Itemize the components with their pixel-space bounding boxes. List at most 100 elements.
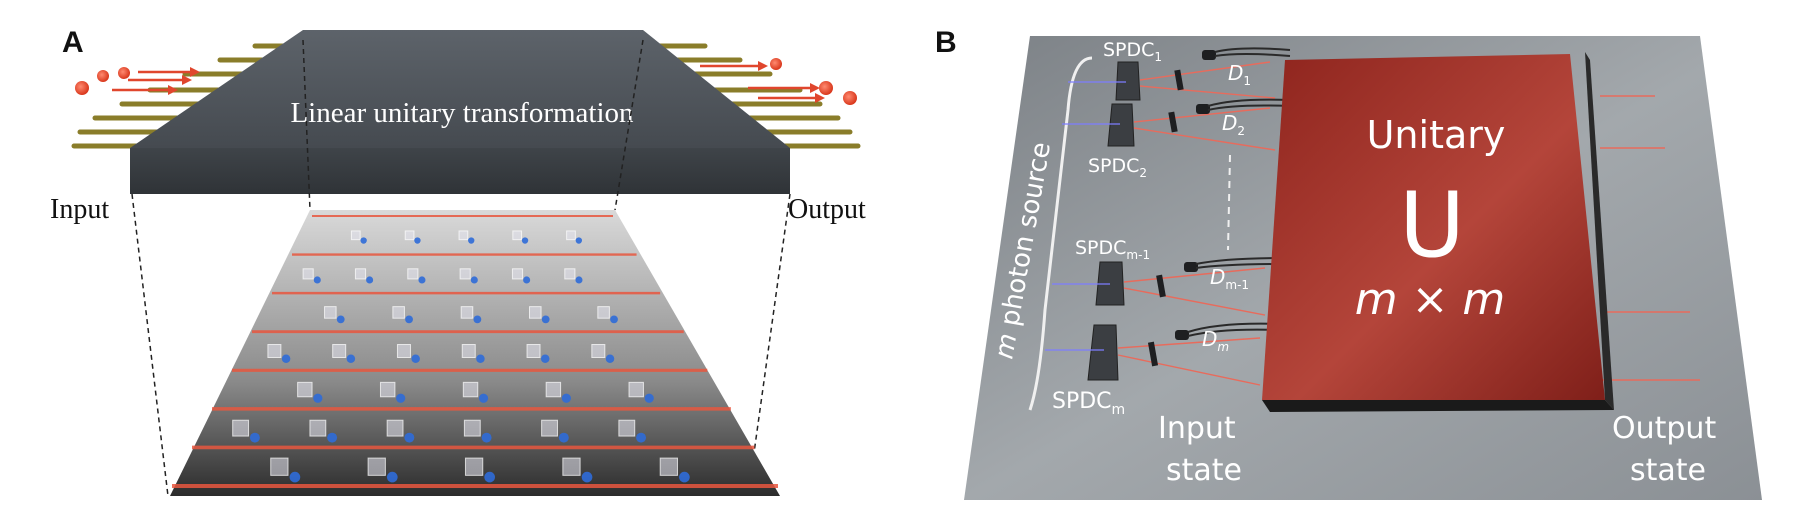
beam-splitter: [529, 306, 542, 319]
panel-b: B mphoton source SPDC1 SPDC2 SPDCm-1 SPD…: [935, 26, 1762, 500]
photon-dot: [540, 354, 550, 364]
photon-dot: [473, 315, 482, 324]
output-state-line1: Output: [1612, 411, 1716, 446]
photon-dot: [405, 315, 413, 324]
input-photons: [75, 67, 200, 95]
photon-dot: [346, 354, 356, 364]
beam-splitter: [564, 268, 576, 280]
photon-dot: [396, 393, 406, 403]
beam-splitter: [232, 419, 250, 437]
beam-splitter: [309, 419, 327, 437]
input-state-line2: state: [1166, 453, 1242, 488]
projection-lines: [131, 39, 791, 497]
photon-dot: [636, 432, 647, 443]
spdc-m1-label: SPDCm-1: [1075, 237, 1150, 262]
beam-splitter: [463, 419, 481, 437]
slab-label: Linear unitary transformation: [290, 97, 634, 129]
beam-splitter: [367, 457, 386, 476]
beam-splitter: [659, 457, 678, 476]
beam-splitter: [541, 419, 558, 437]
input-label: Input: [50, 194, 109, 225]
photon-dot: [386, 471, 398, 483]
photon-dot: [581, 471, 593, 483]
photon-dot: [478, 393, 489, 403]
beam-splitter: [545, 381, 562, 398]
photon-dot: [313, 393, 323, 403]
photon-dot: [561, 393, 571, 403]
source-bracket: [1028, 56, 1093, 411]
beam-splitter: [464, 457, 484, 476]
unitary-block: Unitary U m × m: [1262, 52, 1614, 412]
beam-splitter: [297, 381, 313, 398]
beam-splitter: [458, 230, 469, 241]
beam-splitter: [566, 230, 576, 241]
photon-dot: [605, 354, 615, 364]
beam-splitter: [462, 381, 479, 398]
beam-splitter: [407, 268, 419, 280]
beam-splitter: [354, 268, 367, 280]
photon-dot: [521, 237, 529, 244]
beam-splitter: [460, 306, 474, 319]
photon-dot: [414, 237, 421, 244]
photon-dot: [541, 315, 550, 324]
photon-dot: [679, 471, 690, 483]
photon-dot: [366, 276, 374, 284]
beam-splitter: [512, 230, 523, 241]
spdc-crystals: [1087, 61, 1141, 381]
beam-splitter: [526, 344, 541, 358]
beam-splitter: [461, 344, 476, 358]
detector-m1-label: Dm-1: [1210, 265, 1249, 292]
output-photons: [700, 58, 857, 105]
photon-dot: [411, 354, 420, 364]
photon-dot: [313, 276, 321, 284]
spdc-2-label: SPDC2: [1088, 155, 1147, 180]
unitary-slab: Linear unitary transformation: [130, 30, 790, 194]
beam-splitter: [591, 344, 606, 358]
photon-dot: [523, 276, 531, 284]
detector-1-label: D1: [1228, 61, 1251, 88]
detector-m-label: Dm: [1202, 327, 1229, 354]
unitary-symbol: U: [1399, 173, 1465, 278]
beam-splitter: [597, 306, 610, 319]
photon-dot: [249, 432, 260, 443]
photon-dot: [470, 276, 478, 284]
beams: [1117, 61, 1700, 386]
panel-a: A: [50, 26, 866, 497]
beam-splitter: [562, 457, 581, 476]
pump-lines: [1045, 81, 1126, 351]
beam-splitter: [618, 419, 636, 437]
photon-dot: [404, 432, 415, 443]
unitary-dimension: m × m: [1355, 274, 1506, 325]
beam-splitter: [459, 268, 471, 280]
photon-dot: [481, 432, 492, 443]
photon-dot: [575, 276, 583, 284]
beam-splitter: [386, 419, 404, 437]
photon-dot: [336, 315, 345, 324]
panel-b-letter: B: [935, 26, 957, 59]
waveguide-mesh: [172, 215, 778, 488]
photon-dot: [360, 237, 367, 244]
spdc-1-label: SPDC1: [1103, 39, 1162, 64]
beam-splitter: [392, 306, 405, 319]
photon-dot: [644, 393, 654, 403]
photon-dot: [281, 354, 291, 364]
beam-splitter: [404, 230, 415, 241]
unitary-title: Unitary: [1367, 113, 1506, 157]
photon-dot: [575, 237, 583, 244]
beam-splitter: [379, 381, 396, 398]
beam-splitter: [396, 344, 411, 358]
beam-splitter: [350, 230, 361, 241]
beam-splitter: [332, 344, 347, 358]
photon-dot: [327, 432, 338, 443]
ellipsis-dashes: [1227, 154, 1231, 251]
photon-dot: [289, 471, 301, 483]
detector-blocks: [1147, 50, 1216, 367]
photon-dot: [610, 315, 618, 324]
panel-a-letter: A: [62, 26, 84, 59]
output-state-line2: state: [1630, 453, 1706, 488]
photon-dot: [418, 276, 426, 284]
detector-2-label: D2: [1222, 111, 1245, 138]
beam-splitter: [324, 306, 337, 319]
beam-splitter: [267, 344, 282, 358]
